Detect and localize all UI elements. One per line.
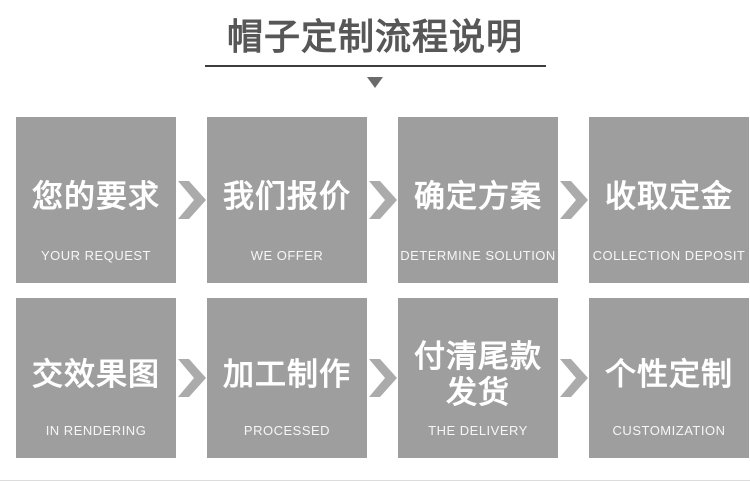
process-row-1: 您的要求 YOUR REQUEST 我们报价 WE OFFER 确定方案 DET… <box>16 117 749 283</box>
step-title-zh: 我们报价 <box>223 178 351 214</box>
step-title-en: YOUR REQUEST <box>40 248 151 263</box>
chevron-right-icon <box>368 359 397 397</box>
arrow-cell <box>558 117 589 283</box>
step-customization: 个性定制 CUSTOMIZATION <box>589 298 749 458</box>
chevron-right-icon <box>559 359 588 397</box>
arrow-cell <box>367 117 398 283</box>
step-the-delivery: 付清尾款 发货 THE DELIVERY <box>398 298 558 458</box>
arrow-cell <box>176 298 207 458</box>
triangle-down-icon <box>367 77 383 88</box>
chevron-right-icon <box>559 181 588 219</box>
step-title-zh: 确定方案 <box>414 178 542 214</box>
step-title-zh: 交效果图 <box>32 356 160 392</box>
step-title-zh: 您的要求 <box>32 178 160 214</box>
step-collection-deposit: 收取定金 COLLECTION DEPOSIT <box>589 117 749 283</box>
step-title-en: COLLECTION DEPOSIT <box>592 248 746 263</box>
step-in-rendering: 交效果图 IN RENDERING <box>16 298 176 458</box>
step-title-zh: 付清尾款 发货 <box>414 338 542 410</box>
step-title-en: PROCESSED <box>243 423 331 438</box>
chevron-right-icon <box>177 181 206 219</box>
chevron-right-icon <box>177 359 206 397</box>
step-title-en: CUSTOMIZATION <box>612 423 726 438</box>
step-title-zh: 个性定制 <box>605 356 733 392</box>
step-your-request: 您的要求 YOUR REQUEST <box>16 117 176 283</box>
header: 帽子定制流程说明 <box>0 0 750 88</box>
step-title-en: DETERMINE SOLUTION <box>400 248 556 263</box>
arrow-cell <box>367 298 398 458</box>
step-title-en: THE DELIVERY <box>428 423 528 438</box>
step-we-offer: 我们报价 WE OFFER <box>207 117 367 283</box>
step-title-en: WE OFFER <box>250 248 324 263</box>
step-title-zh: 收取定金 <box>605 178 733 214</box>
step-title-en: IN RENDERING <box>45 423 147 438</box>
title-underline <box>204 65 546 67</box>
process-row-2: 交效果图 IN RENDERING 加工制作 PROCESSED 付清尾款 发货… <box>16 298 749 458</box>
page-title: 帽子定制流程说明 <box>226 16 523 57</box>
arrow-cell <box>558 298 589 458</box>
step-determine-solution: 确定方案 DETERMINE SOLUTION <box>398 117 558 283</box>
chevron-right-icon <box>368 181 397 219</box>
step-title-zh: 加工制作 <box>223 356 351 392</box>
arrow-cell <box>176 117 207 283</box>
step-processed: 加工制作 PROCESSED <box>207 298 367 458</box>
